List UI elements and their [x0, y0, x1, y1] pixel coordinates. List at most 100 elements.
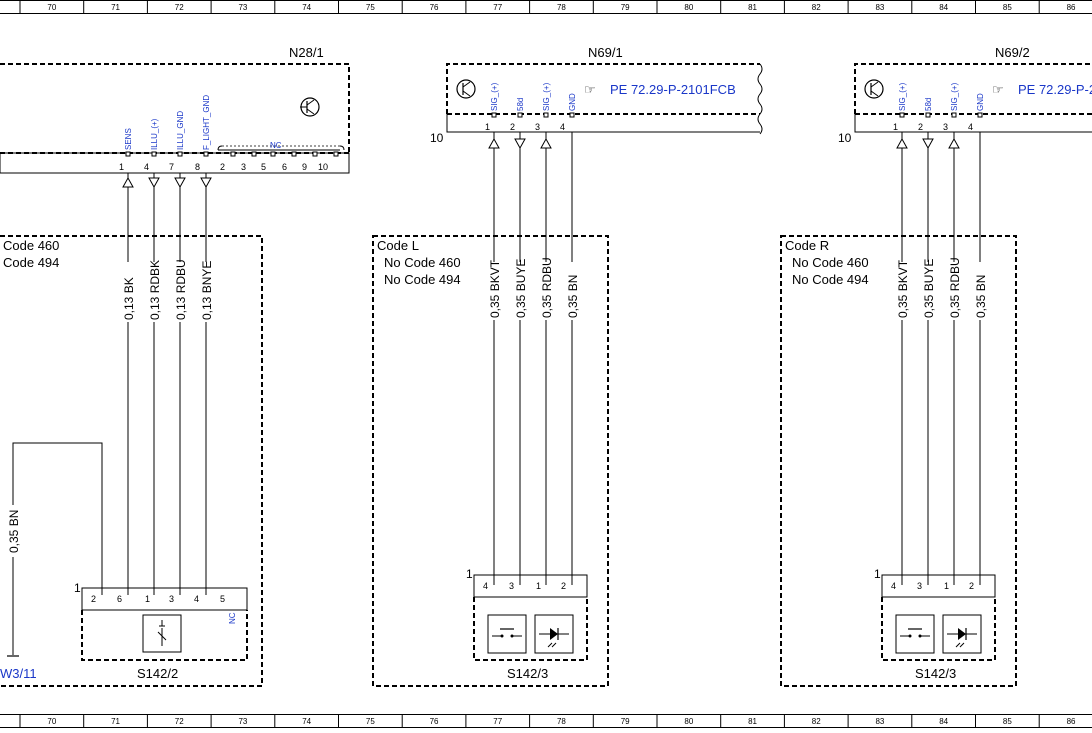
pointing-hand-icon: ☞	[992, 82, 1004, 97]
code-block-right: Code R No Code 460 No Code 494	[780, 235, 1017, 687]
reference-link[interactable]: ☞ PE 72.29-P-2101FCB	[584, 82, 736, 97]
pin: 6	[117, 594, 122, 604]
wires-middle: 0,35 BKVT 0,35 BUYE 0,35 RDBU 0,35 BN	[488, 132, 580, 585]
pushbutton-icon	[142, 614, 182, 653]
pin: 3	[917, 581, 922, 591]
ruler-label: 73	[238, 3, 247, 12]
transistor-icon	[300, 97, 320, 117]
signal: GND	[568, 93, 577, 111]
ruler-label: 80	[684, 3, 693, 12]
pin: 2	[91, 594, 96, 604]
connector-number: 10	[838, 131, 852, 145]
wire-label: 0,13 BNYE	[200, 261, 214, 320]
pin: 4	[968, 122, 973, 132]
pin: 4	[560, 122, 565, 132]
ruler-label: 72	[175, 717, 184, 726]
wire-label: 0,13 RDBK	[148, 260, 162, 320]
ruler-label: 70	[47, 717, 56, 726]
connector-number: 1	[466, 567, 473, 581]
ruler-label: 81	[748, 717, 757, 726]
condition: Code 494	[3, 255, 59, 270]
nc-pin: 9	[302, 162, 307, 172]
component-name: S142/2	[137, 666, 178, 681]
pin: 1	[536, 581, 541, 591]
wires-left: 0,13 BK 0,13 RDBK 0,13 RDBU 0,13 BNYE 0,…	[0, 173, 214, 681]
signal-f-light-gnd: F_LIGHT_GND	[202, 95, 211, 150]
wire-label: 0,35 BKVT	[896, 259, 910, 318]
nc-label: NC	[270, 141, 282, 150]
ruler-label: 85	[1003, 3, 1012, 12]
pin: 1	[485, 122, 490, 132]
ruler-label: 86	[1067, 3, 1076, 12]
reference-text: PE 72.29-P-2101FCB	[1018, 82, 1092, 97]
code-block-left: Code 460 Code 494	[0, 235, 263, 687]
wire-label: 0,35 RDBU	[948, 257, 962, 318]
ruler-label: 77	[493, 717, 502, 726]
module-title: N69/2	[995, 45, 1030, 60]
condition: No Code 460	[384, 255, 461, 270]
switch-s142-3-left[interactable]: 1 4 3 1 2 S142/3	[466, 567, 588, 681]
ruler-label: 74	[302, 717, 311, 726]
wire-label: 0,13 RDBU	[174, 259, 188, 320]
condition: No Code 494	[792, 272, 869, 287]
transistor-icon	[864, 79, 884, 99]
component-name: S142/3	[915, 666, 956, 681]
transistor-icon	[456, 79, 476, 99]
ruler-label: 82	[812, 717, 821, 726]
ruler-label: 74	[302, 3, 311, 12]
pin: 2	[969, 581, 974, 591]
ruler-label: 85	[1003, 717, 1012, 726]
switch-s142-2[interactable]: 1 2 6 1 3 4 5 NC S142/2	[74, 581, 248, 681]
signal: 58d	[924, 98, 933, 111]
connector-number: 1	[74, 581, 81, 595]
nc-pin: 3	[241, 162, 246, 172]
ruler-label: 78	[557, 717, 566, 726]
wire-label: 0,35 BUYE	[514, 259, 528, 318]
condition: No Code 460	[792, 255, 869, 270]
pin: 2	[561, 581, 566, 591]
signal-illu-gnd: ILLU_GND	[176, 111, 185, 150]
module-n69-1[interactable]: N69/1 ☞ PE 72.29-P-2101FCB SIG_(+) 58d S…	[430, 45, 763, 145]
pin: 5	[220, 594, 225, 604]
wire-label: 0,35 BUYE	[922, 259, 936, 318]
pin: 3	[943, 122, 948, 132]
signal: SIG_(+)	[542, 82, 551, 111]
nc-pin: 6	[282, 162, 287, 172]
ruler-label: 76	[430, 3, 439, 12]
ground-ref-link[interactable]: W3/11	[0, 666, 37, 681]
reference-text: PE 72.29-P-2101FCB	[610, 82, 736, 97]
ruler-label: 75	[366, 717, 375, 726]
ruler-label: 80	[684, 717, 693, 726]
pin: 4	[483, 581, 488, 591]
module-n69-2[interactable]: N69/2 ☞ PE 72.29-P-2101FCB SIG_(+) 58d S…	[838, 45, 1092, 145]
wire-label: 0,13 BK	[122, 277, 136, 320]
pin: 1	[944, 581, 949, 591]
wire-label: 0,35 RDBU	[540, 257, 554, 318]
reference-link[interactable]: ☞ PE 72.29-P-2101FCB	[992, 82, 1092, 97]
module-n28-1[interactable]: N28/1 SENS ILLU_(+) ILLU_GND F_LIGHT_GND…	[0, 45, 350, 174]
nc-pin: 2	[220, 162, 225, 172]
ruler-label: 84	[939, 3, 948, 12]
condition: No Code 494	[384, 272, 461, 287]
condition: Code R	[785, 238, 829, 253]
ruler-label: 73	[238, 717, 247, 726]
ruler-label: 75	[366, 3, 375, 12]
led-icon	[942, 614, 982, 654]
signal: 58d	[516, 98, 525, 111]
signal: SIG_(+)	[898, 82, 907, 111]
wire-label: 0,35 BN	[974, 275, 988, 318]
pin: 3	[169, 594, 174, 604]
ruler-label: 77	[493, 3, 502, 12]
wire-label: 0,35 BKVT	[488, 259, 502, 318]
ruler-label: 83	[875, 717, 884, 726]
pin-1: 1	[119, 162, 124, 172]
pin: 3	[509, 581, 514, 591]
ruler-label: 72	[175, 3, 184, 12]
pin: 4	[891, 581, 896, 591]
module-title: N69/1	[588, 45, 623, 60]
pin-8: 8	[195, 162, 200, 172]
nc-pin: 5	[261, 162, 266, 172]
switch-s142-3-right[interactable]: 1 4 3 1 2 S142/3	[874, 567, 996, 681]
pin: 1	[145, 594, 150, 604]
